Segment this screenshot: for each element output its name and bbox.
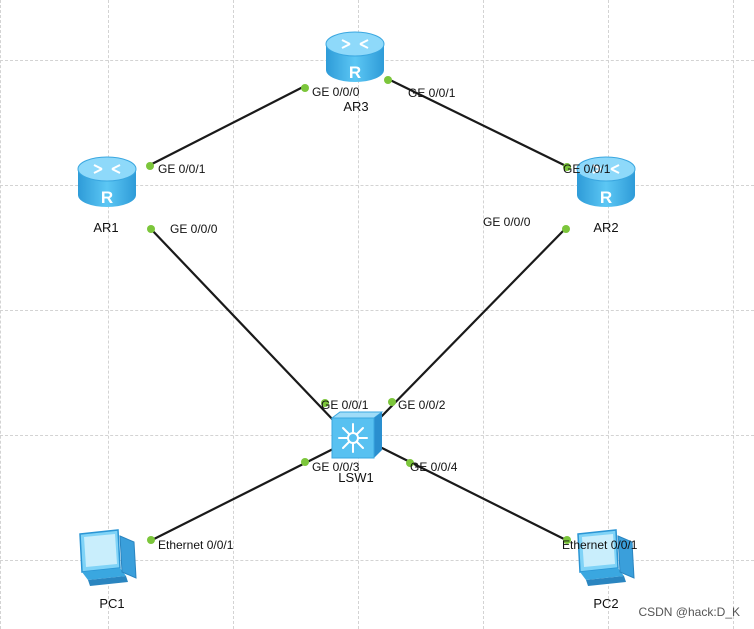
port-dot — [563, 536, 571, 544]
grid-line — [483, 0, 484, 629]
port-label-lsw1-ge003: GE 0/0/3 — [312, 460, 360, 474]
port-label-ar3-ge000: GE 0/0/0 — [312, 85, 360, 99]
svg-text:R: R — [600, 188, 612, 207]
port-dot — [301, 458, 309, 466]
switch-icon — [330, 411, 384, 459]
watermark: CSDN @hack:D_K — [638, 605, 740, 619]
port-dot — [146, 162, 154, 170]
grid-line — [358, 0, 359, 629]
router-ar3[interactable]: R — [324, 30, 386, 91]
port-dot — [388, 398, 396, 406]
port-label-ar2-ge000: GE 0/0/0 — [483, 215, 531, 229]
device-label-pc1: PC1 — [99, 596, 125, 611]
link-ar3-ar2[interactable] — [386, 77, 568, 168]
router-ar2[interactable]: R — [575, 155, 637, 216]
port-label-ar1-ge001: GE 0/0/1 — [158, 162, 206, 176]
svg-text:R: R — [349, 63, 361, 82]
port-label-pc2-eth: Ethernet 0/0/1 — [562, 538, 638, 552]
port-dot — [147, 536, 155, 544]
link-ar1-ar3[interactable] — [146, 85, 305, 168]
router-icon: R — [325, 31, 385, 82]
grid-line — [108, 0, 109, 629]
router-icon: R — [576, 156, 636, 207]
port-label-lsw1-ge001: GE 0/0/1 — [321, 398, 369, 412]
pc-pc2[interactable] — [572, 528, 638, 593]
port-dot — [384, 76, 392, 84]
port-dot — [321, 399, 329, 407]
device-label-ar2: AR2 — [593, 220, 619, 235]
grid-line — [733, 0, 734, 629]
router-ar1[interactable]: R — [76, 155, 138, 216]
port-label-ar3-ge001: GE 0/0/1 — [408, 86, 456, 100]
pc-icon — [577, 529, 635, 586]
switch-lsw1[interactable] — [328, 408, 384, 469]
pc-icon — [79, 529, 137, 586]
port-label-lsw1-ge002: GE 0/0/2 — [398, 398, 446, 412]
port-label-pc1-eth: Ethernet 0/0/1 — [158, 538, 234, 552]
port-dot — [562, 225, 570, 233]
link-ar1-lsw1[interactable] — [148, 226, 337, 424]
port-dot — [563, 163, 571, 171]
port-label-ar1-ge000: GE 0/0/0 — [170, 222, 218, 236]
router-icon: R — [77, 156, 137, 207]
port-dot — [147, 225, 155, 233]
pc-pc1[interactable] — [74, 528, 140, 593]
port-dot — [301, 84, 309, 92]
port-label-ar2-ge001: GE 0/0/1 — [563, 162, 611, 176]
device-label-lsw1: LSW1 — [338, 470, 374, 485]
grid-line — [0, 0, 1, 629]
device-label-ar3: AR3 — [343, 99, 369, 114]
grid-line — [608, 0, 609, 629]
grid-line — [0, 310, 754, 311]
link-ar2-lsw1[interactable] — [376, 226, 568, 422]
port-label-lsw1-ge004: GE 0/0/4 — [410, 460, 458, 474]
grid-line — [0, 185, 754, 186]
device-label-pc2: PC2 — [593, 596, 619, 611]
grid-line — [0, 560, 754, 561]
port-dot — [406, 459, 414, 467]
svg-text:R: R — [101, 188, 113, 207]
device-label-ar1: AR1 — [93, 220, 119, 235]
